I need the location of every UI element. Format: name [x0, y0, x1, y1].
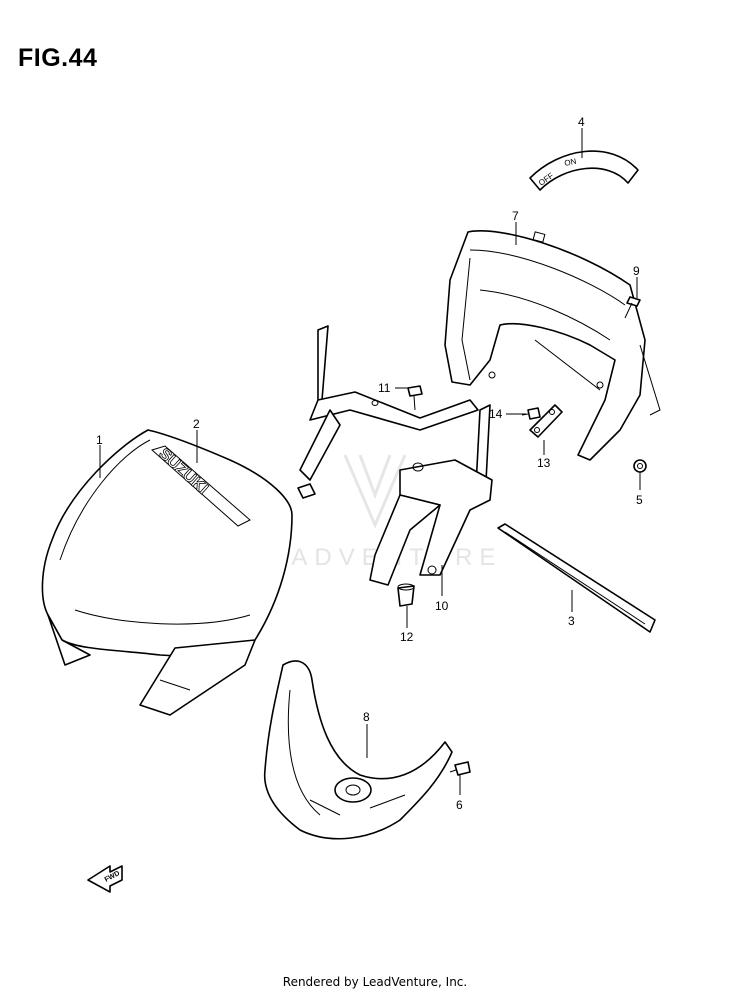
callout-3: 3	[568, 614, 575, 628]
part-12-collar	[397, 583, 415, 607]
part-4-switch-plate: OFF ON	[529, 150, 639, 191]
callout-13: 13	[537, 456, 551, 470]
part-3-trim-strip	[497, 523, 656, 633]
callout-9: 9	[633, 264, 640, 278]
callouts: 1 2 3 4 5 6 7 8 9 10 11 14 13 12	[96, 115, 643, 812]
part-1-front-cowl	[41, 429, 293, 716]
callout-6: 6	[456, 798, 463, 812]
part-8-lower-cover	[263, 660, 453, 840]
callout-5: 5	[636, 493, 643, 507]
part-14-bolt	[521, 407, 541, 420]
callout-2: 2	[193, 417, 200, 431]
callout-8: 8	[363, 710, 370, 724]
callout-14: 14	[489, 407, 503, 421]
part-9-screw	[624, 296, 641, 319]
part-13-plate	[529, 404, 563, 438]
leader-lines	[99, 128, 641, 795]
part-5-nut	[633, 459, 647, 473]
callout-7: 7	[512, 209, 519, 223]
part-10-bracket	[297, 325, 493, 586]
figure-title: FIG.44	[18, 44, 98, 72]
footer-credit: Rendered by LeadVenture, Inc.	[282, 975, 468, 989]
callout-4: 4	[578, 115, 585, 129]
callout-10: 10	[435, 599, 449, 613]
fwd-arrow-icon: FWD	[87, 865, 123, 893]
part-11-bolt	[407, 385, 423, 411]
callout-11: 11	[378, 381, 391, 395]
switch-on-text: ON	[564, 157, 578, 168]
part-7-meter-cover	[444, 230, 661, 461]
callout-1: 1	[96, 433, 103, 447]
part-6-clip	[449, 761, 471, 776]
callout-12: 12	[400, 630, 414, 644]
